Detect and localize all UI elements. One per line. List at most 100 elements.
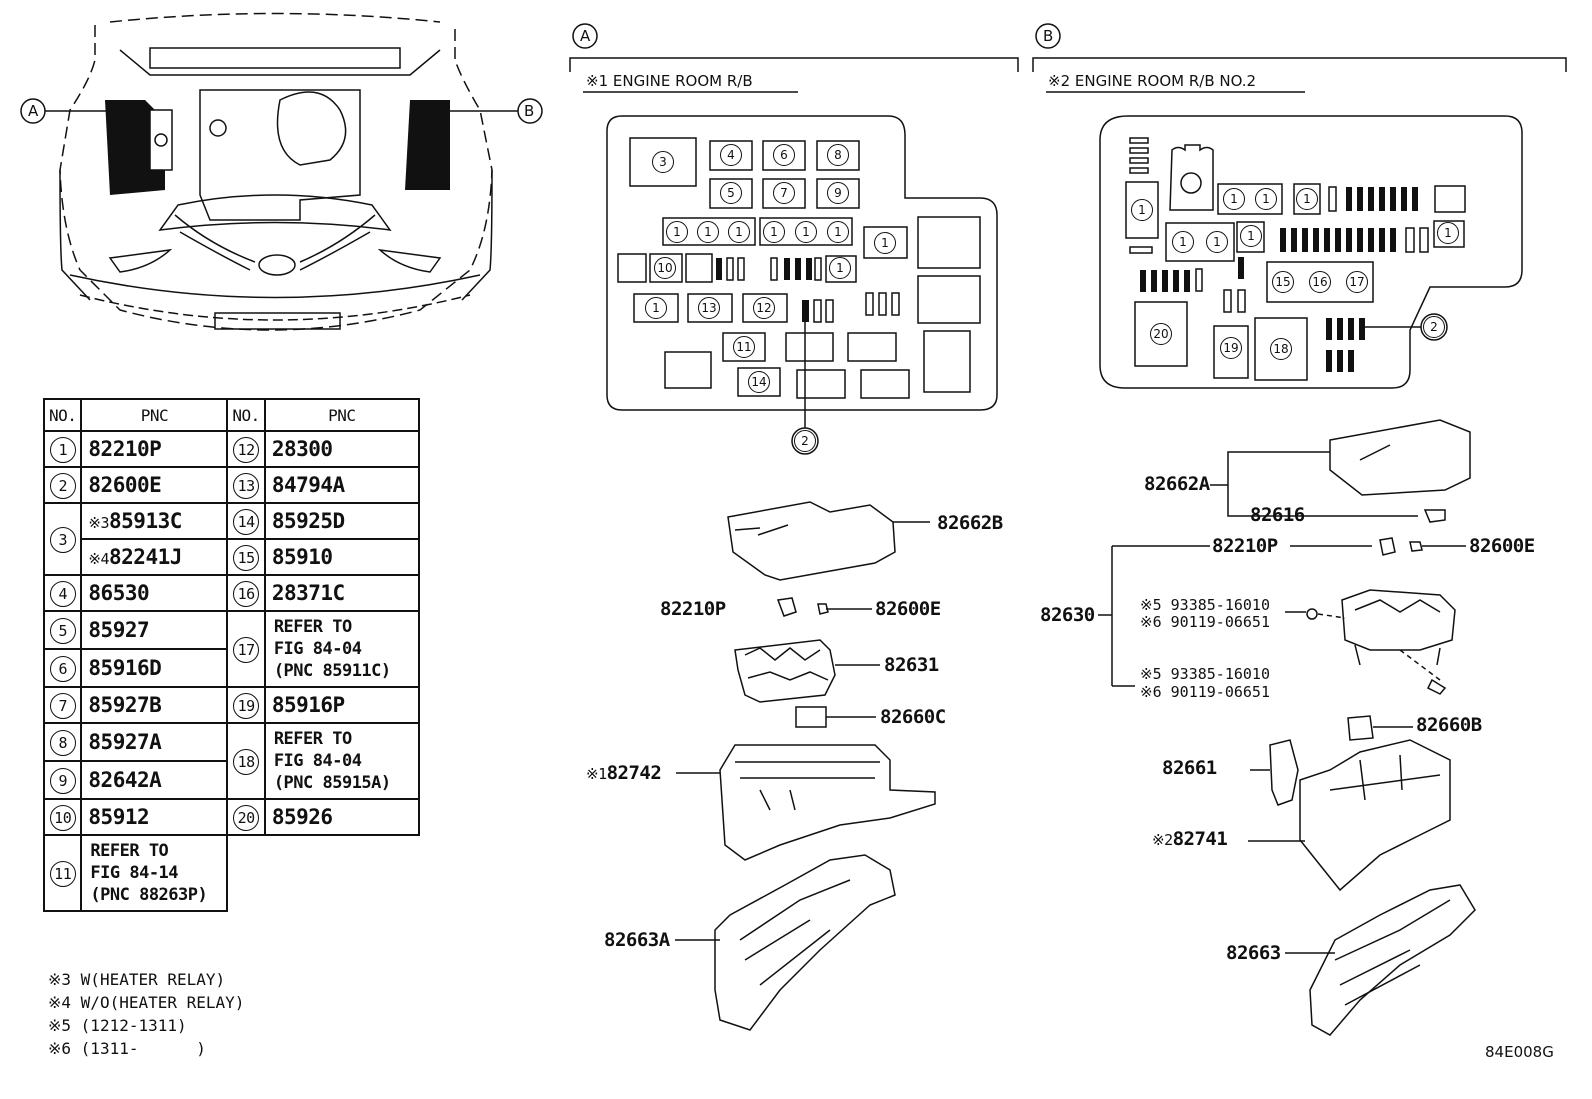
notes-list: ※3 W(HEATER RELAY) ※4 W/O(HEATER RELAY) … — [48, 968, 244, 1060]
note-5: ※5 (1212-1311) — [48, 1016, 187, 1035]
position-number-1: 1 — [1255, 188, 1277, 210]
position-number-5: 5 — [720, 182, 742, 204]
label-82600e-a: 82600E — [875, 598, 941, 620]
exploded-parts-a — [675, 501, 936, 1031]
label-82663: 82663 — [1226, 942, 1281, 964]
pnc-value: 82600E — [80, 466, 229, 504]
position-number-1: 1 — [728, 221, 750, 243]
row-number: 20 — [233, 804, 260, 831]
row-number: 5 — [49, 617, 76, 644]
row-number: 17 — [233, 636, 260, 663]
position-number-6: 6 — [773, 144, 795, 166]
label-bolt-1a: ※5 93385-16010 — [1140, 596, 1270, 614]
position-number-1: 1 — [666, 221, 688, 243]
position-number-2: 2 — [794, 430, 816, 452]
row-number: 9 — [49, 767, 76, 794]
position-number-1: 1 — [1296, 188, 1318, 210]
table-row: 5 85927 17 REFER TO FIG 84-04 (PNC 85911… — [42, 610, 420, 688]
pnc-table: NO. PNC NO. PNC 1 82210P 12 28300 2 8260… — [42, 398, 420, 912]
position-number-11: 11 — [733, 336, 755, 358]
position-number-1: 1 — [645, 297, 667, 319]
note-4: ※4 W/O(HEATER RELAY) — [48, 993, 245, 1012]
label-82662a: 82662A — [1144, 473, 1210, 495]
table-row: 10 85912 20 85926 — [42, 798, 420, 836]
label-82662b: 82662B — [937, 512, 1003, 534]
relay-box-a-diagram — [606, 115, 998, 455]
row-number: 11 — [49, 860, 76, 887]
pnc-value: 85912 — [80, 798, 229, 836]
position-number-10: 10 — [654, 257, 676, 279]
position-number-1: 1 — [697, 221, 719, 243]
row-number: 2 — [49, 472, 76, 499]
position-number-16: 16 — [1309, 271, 1331, 293]
header-pnc: PNC — [80, 398, 229, 432]
position-number-9: 9 — [827, 182, 849, 204]
position-number-4: 4 — [720, 144, 742, 166]
note-6: ※6 (1311- ) — [48, 1039, 206, 1058]
table-row: 3 ※385913C 14 85925D — [42, 502, 420, 576]
table-row: 6 85916D — [42, 648, 419, 688]
row-number: 16 — [233, 580, 260, 607]
row-number: 7 — [49, 692, 76, 719]
engine-bay-illustration — [20, 12, 543, 331]
header-no: NO. — [42, 398, 83, 432]
position-number-1: 1 — [795, 221, 817, 243]
row-number: 8 — [49, 729, 76, 756]
row-number: 1 — [49, 436, 76, 463]
label-82660c: 82660C — [880, 706, 946, 728]
label-bolt-1b: ※6 90119-06651 — [1140, 613, 1270, 631]
position-number-1: 1 — [1131, 199, 1153, 221]
pnc-value: 85927 — [80, 610, 229, 650]
section-b-title: ※2 ENGINE ROOM R/B NO.2 — [1048, 72, 1257, 90]
pnc-value: 85927A — [80, 722, 229, 762]
label-82663a: 82663A — [604, 929, 670, 951]
table-row: 1 82210P 12 28300 — [42, 430, 420, 468]
pnc-value: 85916P — [263, 686, 420, 724]
label-82742: ※182742 — [586, 762, 662, 784]
pnc-value: ※482241J — [80, 538, 229, 576]
position-number-20: 20 — [1150, 323, 1172, 345]
label-bolt-2a: ※5 93385-16010 — [1140, 665, 1270, 683]
row-number: 18 — [233, 748, 260, 775]
pnc-value: 86530 — [80, 574, 229, 612]
position-number-19: 19 — [1220, 337, 1242, 359]
header-no-2: NO. — [226, 398, 266, 432]
pnc-value: 82642A — [80, 760, 229, 800]
pnc-value: 82210P — [80, 430, 229, 468]
row-number: 14 — [233, 508, 260, 535]
exploded-parts-b — [1098, 419, 1476, 1036]
section-a-marker: A — [580, 27, 591, 45]
label-82741: ※282741 — [1152, 828, 1228, 850]
note-mark-1: ※1 — [586, 765, 607, 783]
row-number: 4 — [49, 580, 76, 607]
position-number-1: 1 — [1437, 222, 1459, 244]
label-bolt-2b: ※6 90119-06651 — [1140, 683, 1270, 701]
callout-b-right: B — [524, 102, 535, 120]
pnc-value: 85910 — [263, 538, 420, 576]
position-number-1: 1 — [829, 257, 851, 279]
position-number-1: 1 — [1223, 188, 1245, 210]
position-number-3: 3 — [652, 151, 674, 173]
row-number: 12 — [233, 436, 260, 463]
position-number-18: 18 — [1270, 338, 1292, 360]
position-number-8: 8 — [827, 144, 849, 166]
row-number: 13 — [233, 472, 260, 499]
position-number-15: 15 — [1272, 271, 1294, 293]
label-82661: 82661 — [1162, 757, 1217, 779]
pnc-value: REFER TO FIG 84-04 (PNC 85911C) — [263, 610, 420, 688]
figure-code: 84E008G — [1485, 1043, 1554, 1061]
section-a-title: ※1 ENGINE ROOM R/B — [586, 72, 753, 90]
pnc-value: 28371C — [263, 574, 420, 612]
pnc-value: 85925D — [263, 502, 420, 540]
position-number-7: 7 — [773, 182, 795, 204]
position-number-14: 14 — [748, 371, 770, 393]
relay-box-b-diagram — [1099, 115, 1523, 389]
note-3: ※3 W(HEATER RELAY) — [48, 970, 226, 989]
label-82630: 82630 — [1040, 604, 1095, 626]
section-b-marker: B — [1043, 27, 1054, 45]
pnc-value: ※385913C — [80, 502, 229, 540]
label-82616: 82616 — [1250, 504, 1305, 526]
row-number: 6 — [49, 655, 76, 682]
label-82210p-b: 82210P — [1212, 535, 1278, 557]
